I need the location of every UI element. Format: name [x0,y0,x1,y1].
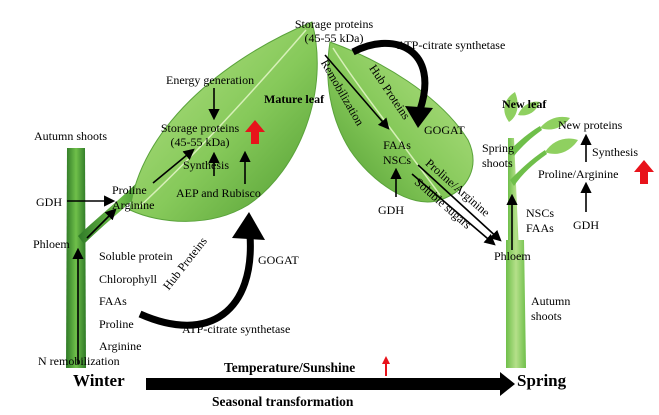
new-leaf-1 [504,92,518,122]
label-gogat-right: GOGAT [424,123,465,137]
label-gdh-left: GDH [36,195,62,209]
mature-leaf-left-vein [137,29,307,209]
label-storage-proteins-top: Storage proteins (45-55 kDa) [294,17,374,45]
right-sprig [510,150,547,186]
right-stem-base [506,240,526,368]
curved-arrow-left [138,234,254,329]
arrow-sugars-phloem [411,173,496,246]
label-synthesis-left: Synthesis [183,158,230,172]
curved-arrow-right [351,39,429,112]
label-n-remobilization: N remobilization [38,354,120,368]
label-atp-citrate-top: ATP-citrate synthetase [397,38,506,52]
curved-arrow-left-head [232,212,265,240]
label-proline-arginine-right: Proline/Arginine [538,167,619,181]
label-temperature-sunshine: Temperature/Sunshine [224,360,356,375]
left-stem [66,148,86,368]
mature-leaf-right [327,41,474,203]
new-leaf-2 [540,116,570,130]
arrow-phloem-proline [86,208,117,239]
seasonal-arrow [146,372,515,396]
label-spring-shoots: Spring shoots [482,141,515,170]
label-phloem-left: Phloem [33,237,70,251]
right-sprig-2 [510,126,542,156]
soluble-item: Arginine [99,339,142,353]
label-autumn-shoots-right: Autumn shoots [531,294,571,323]
soluble-item: Soluble protein [99,249,173,263]
label-synthesis-right: Synthesis [592,145,639,159]
label-spring: Spring [517,371,567,390]
label-winter: Winter [73,371,125,390]
label-phloem-right: Phloem [494,249,531,263]
arrow-arginine-storage [152,148,195,184]
red-arrow-left [245,120,265,144]
label-energy-generation: Energy generation [166,73,255,87]
red-arrow-temp-shaft [385,362,387,376]
curved-arrow-right-head [405,106,433,128]
label-new-leaf: New leaf [502,97,547,111]
new-leaf-3 [545,138,578,154]
red-arrow-right [634,160,654,184]
label-aep-rubisco: AEP and Rubisco [176,186,261,200]
arrow-remobilization [324,54,390,130]
label-atp-citrate-left: ATP-citrate synthetase [182,322,291,336]
label-faas-nscs: FAAs NSCs [382,138,411,167]
mature-leaf-right-vein [332,47,441,196]
soluble-item: FAAs [99,294,127,308]
label-storage-proteins-left: Storage proteins (45-55 kDa) [160,121,240,149]
label-nscs-faas: NSCs FAAs [526,206,555,235]
arrow-proline-phloem [417,164,502,242]
label-new-proteins: New proteins [558,118,623,132]
soluble-list: Soluble protein Chlorophyll FAAs Proline… [99,245,173,358]
label-gdh-mid: GDH [378,203,404,217]
label-gdh-right: GDH [573,218,599,232]
new-leaf-4 [518,101,540,116]
red-arrow-temp-head [382,356,390,364]
label-gogat-left: GOGAT [258,253,299,267]
label-autumn-shoots-left: Autumn shoots [34,129,108,143]
label-proline-arginine-left: Proline Arginine [112,183,155,212]
soluble-item: Proline [99,316,134,331]
label-seasonal-transformation: Seasonal transformation [212,394,354,409]
label-mature-leaf: Mature leaf [264,92,325,106]
soluble-item: Chlorophyll [99,271,158,286]
